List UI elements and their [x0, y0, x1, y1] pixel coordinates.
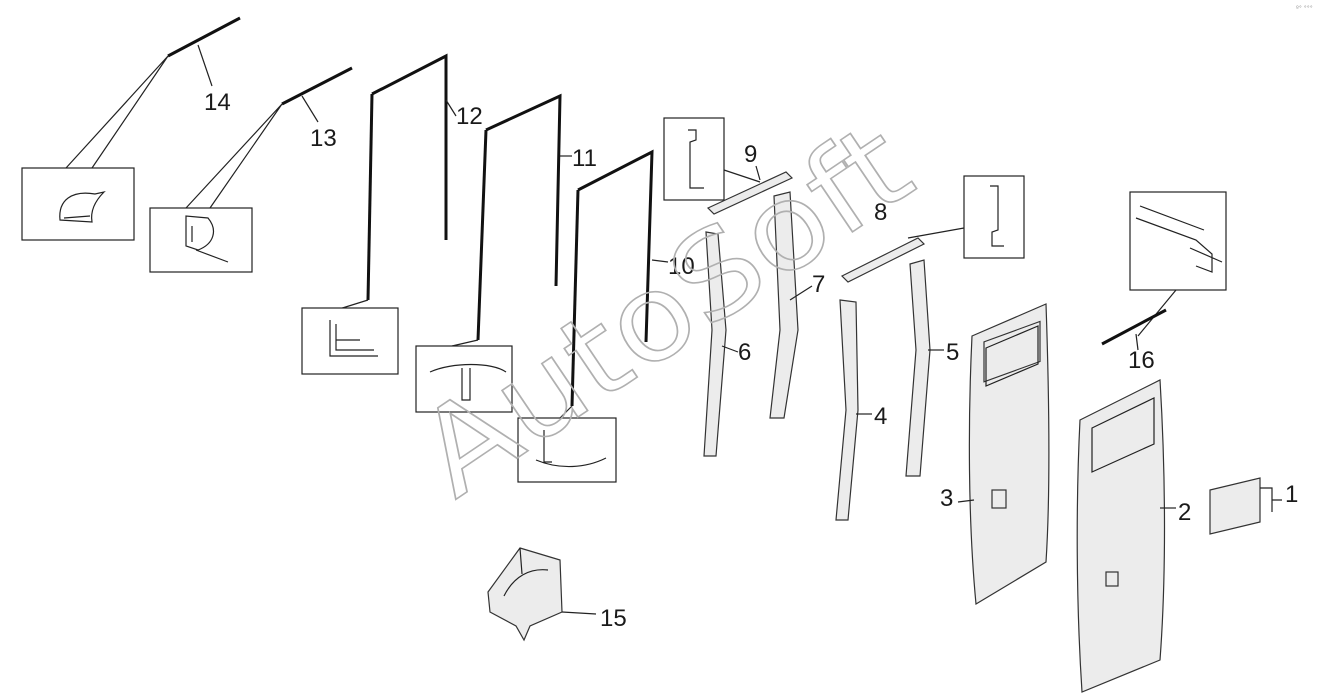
callout-7: 7 — [812, 271, 825, 298]
part-15-bracket — [487, 547, 597, 642]
callout-8: 8 — [874, 199, 887, 226]
part-4-guide — [835, 299, 872, 521]
part-12-frame-seal — [301, 53, 457, 375]
corner-mark: º° °°° — [1296, 5, 1313, 12]
part-10-frame-seal — [517, 149, 669, 483]
callout-12: 12 — [456, 103, 483, 130]
part-9-rail — [663, 117, 794, 215]
part-7-guide — [769, 191, 813, 419]
callout-14: 14 — [204, 89, 231, 116]
callout-13: 13 — [310, 125, 337, 152]
part-5-guide — [905, 259, 944, 477]
callout-15: 15 — [600, 605, 627, 632]
part-2-outer-panel — [1076, 379, 1176, 693]
callout-10: 10 — [668, 253, 695, 280]
part-16-strip — [1101, 191, 1227, 351]
part-1-plate — [1209, 477, 1282, 535]
callout-6: 6 — [738, 339, 751, 366]
callout-11: 11 — [572, 145, 597, 172]
callout-5: 5 — [946, 339, 959, 366]
part-11-frame-seal — [415, 93, 572, 413]
part-6-guide — [703, 231, 739, 457]
callout-1: 1 — [1285, 481, 1298, 508]
part-13-weatherstrip — [149, 66, 353, 273]
callout-2: 2 — [1178, 499, 1191, 526]
callout-labels: 1 2 3 4 5 6 7 8 9 10 11 12 13 14 15 16 — [204, 89, 1298, 632]
part-14-weatherstrip — [21, 16, 241, 241]
part-8-rail — [840, 175, 1025, 283]
callout-4: 4 — [874, 403, 887, 430]
part-3-inner-panel — [957, 303, 1050, 606]
callout-9: 9 — [744, 141, 757, 168]
callout-16: 16 — [1128, 347, 1155, 374]
callout-3: 3 — [940, 485, 953, 512]
